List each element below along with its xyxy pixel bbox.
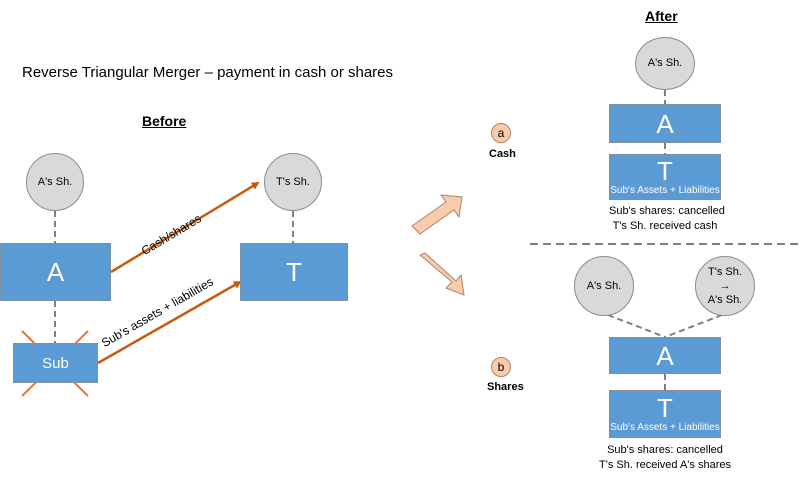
- block-arrow-up: [411, 194, 463, 235]
- a-company-label: A: [46, 257, 65, 287]
- option-a-badge: a: [491, 123, 511, 143]
- block-arrow-down: [419, 252, 465, 296]
- option-b-caption: Sub's shares: cancelled T's Sh. received…: [599, 443, 731, 473]
- a-shareholders-label: A's Sh.: [37, 175, 73, 188]
- before-heading: Before: [142, 113, 187, 129]
- after-a-company-label: A: [656, 108, 674, 139]
- option-b-badge-letter: b: [497, 360, 505, 374]
- a-shareholders-circle: A's Sh.: [26, 153, 84, 211]
- t-company-label: T: [286, 257, 302, 287]
- after-b-a-company-box: A: [609, 337, 721, 374]
- sub-company-box: Sub: [13, 343, 98, 383]
- after-t-company-label: T: [657, 156, 673, 186]
- option-a-badge-letter: a: [497, 126, 505, 140]
- after-b-t-company-sublabel: Sub's Assets + Liabilities: [610, 422, 720, 433]
- dashed-connector-b-t-sh: [664, 314, 723, 338]
- after-b-t-company-label: T: [657, 393, 673, 423]
- option-b-caption-line1: Sub's shares: cancelled: [607, 444, 723, 456]
- arrow-cash-shares: [110, 181, 260, 274]
- option-b-caption-line2: T's Sh. received A's shares: [599, 458, 731, 471]
- a-company-box: A: [0, 243, 111, 301]
- after-t-company-box: T Sub's Assets + Liabilities: [609, 154, 721, 200]
- sub-company-label: Sub: [42, 354, 69, 372]
- option-b-badge: b: [491, 357, 511, 377]
- option-a-caption: Sub's shares: cancelled T's Sh. received…: [609, 204, 725, 234]
- after-b-t-shareholders-line1: T's Sh.: [708, 265, 742, 278]
- after-b-a-shareholders-circle: A's Sh.: [574, 256, 634, 316]
- after-b-a-company-label: A: [656, 340, 674, 371]
- after-t-company-sublabel: Sub's Assets + Liabilities: [610, 185, 720, 196]
- after-heading: After: [645, 8, 678, 24]
- after-a-shareholders-label: A's Sh.: [647, 57, 683, 70]
- page-title: Reverse Triangular Merger – payment in c…: [22, 64, 394, 81]
- after-b-t-shareholders-line2: A's Sh.: [707, 294, 743, 307]
- option-a-caption-line2: T's Sh. received cash: [612, 219, 718, 232]
- after-b-a-shareholders-label: A's Sh.: [586, 279, 622, 292]
- option-a-caption-line1: Sub's shares: cancelled: [609, 205, 725, 217]
- after-a-company-box: A: [609, 104, 721, 143]
- after-b-t-shareholders-circle: T's Sh. → A's Sh.: [695, 256, 755, 316]
- after-b-t-company-box: T Sub's Assets + Liabilities: [609, 390, 721, 438]
- t-company-box: T: [240, 243, 348, 301]
- right-arrow-icon: →: [719, 279, 731, 292]
- t-shareholders-circle: T's Sh.: [264, 153, 322, 211]
- arrow-assets-liabilities: [97, 280, 242, 365]
- option-b-label: Shares: [487, 381, 524, 393]
- t-shareholders-label: T's Sh.: [276, 175, 310, 188]
- option-a-label: Cash: [489, 148, 516, 160]
- dashed-connector-b-a-sh: [607, 314, 666, 338]
- after-a-shareholders-circle: A's Sh.: [635, 37, 695, 90]
